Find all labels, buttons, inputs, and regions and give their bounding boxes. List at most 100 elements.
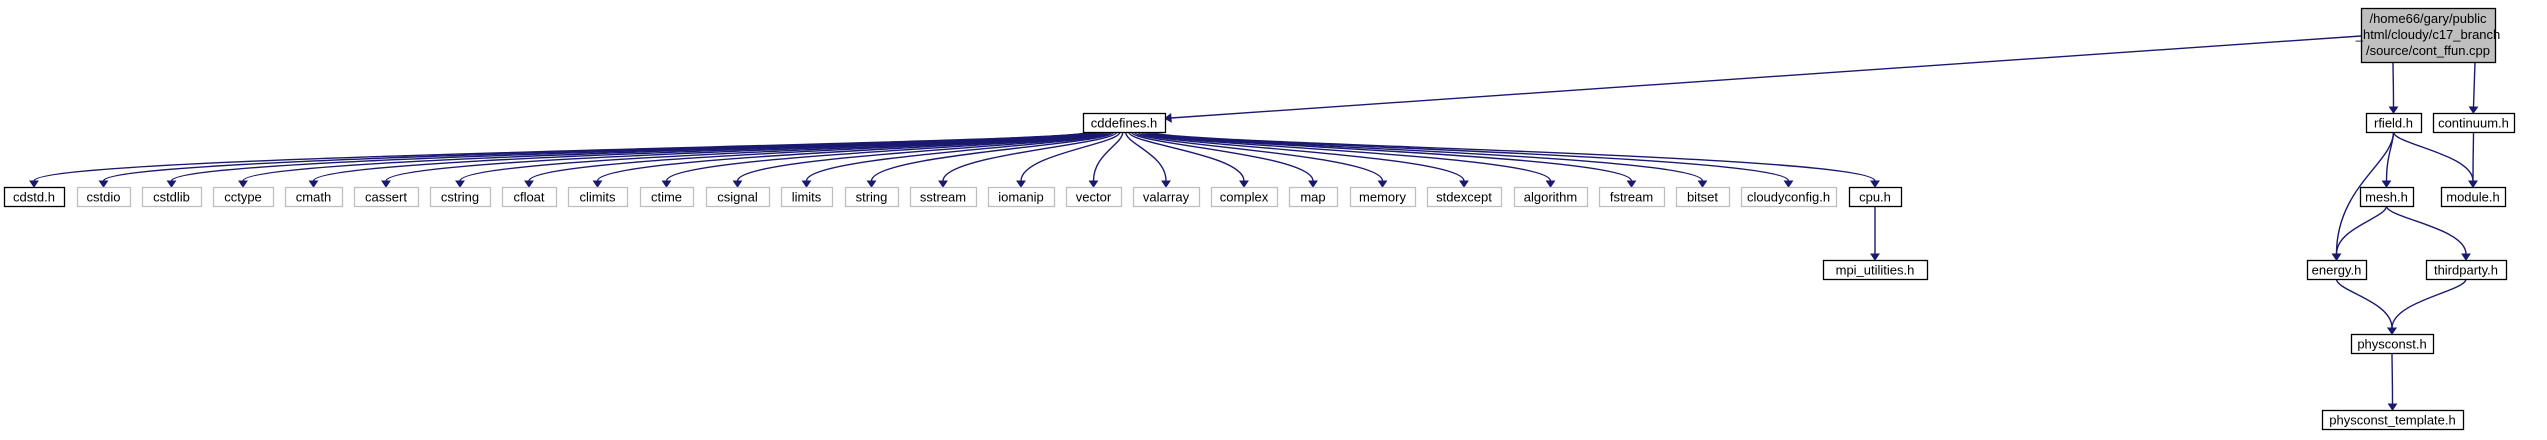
node-root-file[interactable]: /home66/gary/public_html/cloudy/c17_bran… <box>2355 7 2501 64</box>
edge-cddefines-to-map <box>1130 131 1314 182</box>
node-cpu-box <box>1848 186 1903 208</box>
node-physconst-template[interactable]: physconst_template.h <box>2321 409 2465 431</box>
edge-energy-to-physconst <box>2335 278 2393 329</box>
node-cassert[interactable]: cassert <box>353 186 420 208</box>
node-sstream-label: sstream <box>920 190 966 205</box>
edge-cddefines-to-csignal <box>736 131 1110 182</box>
node-complex[interactable]: complex <box>1210 186 1279 208</box>
node-cddefines[interactable]: cddefines.h <box>1082 112 1167 134</box>
node-cstdio[interactable]: cstdio <box>76 186 132 208</box>
node-cdstd[interactable]: cdstd.h <box>3 186 66 208</box>
edge-continuum-to-module <box>2472 131 2475 182</box>
node-algorithm[interactable]: algorithm <box>1513 186 1589 208</box>
node-limits[interactable]: limits <box>780 186 834 208</box>
arrowhead-root-to-rfield <box>2388 106 2399 114</box>
edge-cddefines-to-cstdio <box>102 131 1087 182</box>
node-physconst-template-label: physconst_template.h <box>2329 413 2455 428</box>
node-map[interactable]: map <box>1288 186 1339 208</box>
arrowhead-mesh-to-thirdparty <box>2461 253 2471 261</box>
edge-cddefines-to-valarray <box>1124 131 1167 182</box>
node-cfloat-box <box>501 186 558 208</box>
arrowhead-cddefines-to-cpu <box>1870 180 1880 188</box>
arrowhead-mesh-to-energy <box>2331 253 2342 261</box>
node-cloudyconfig[interactable]: cloudyconfig.h <box>1740 186 1838 208</box>
node-csignal[interactable]: csignal <box>705 186 771 208</box>
arrowhead-cddefines-to-sstream <box>938 180 948 188</box>
arrowhead-cddefines-to-memory <box>1377 180 1388 188</box>
arrowhead-continuum-to-module <box>2468 180 2478 188</box>
node-mpi-utilities[interactable]: mpi_utilities.h <box>1822 259 1929 281</box>
node-ctime-box <box>639 186 695 208</box>
node-vector[interactable]: vector <box>1065 186 1123 208</box>
arrowhead-cddefines-to-algorithm <box>1545 180 1556 188</box>
node-bitset[interactable]: bitset <box>1675 186 1731 208</box>
node-string-box <box>844 186 900 208</box>
arrowhead-cddefines-to-csignal <box>732 180 743 188</box>
edge-thirdparty-to-physconst <box>2391 278 2467 329</box>
arrowhead-physconst-to-physconst_template <box>2387 403 2398 411</box>
node-rfield-label: rfield.h <box>2374 116 2413 131</box>
arrowhead-cddefines-to-cstdlib <box>166 180 177 188</box>
arrowhead-cddefines-to-cmath <box>308 180 319 188</box>
node-mesh[interactable]: mesh.h <box>2359 186 2415 208</box>
arrowhead-cddefines-to-climits <box>592 180 603 188</box>
arrowhead-cddefines-to-vector <box>1088 180 1099 188</box>
node-string[interactable]: string <box>844 186 900 208</box>
node-rfield[interactable]: rfield.h <box>2365 112 2423 134</box>
node-thirdparty[interactable]: thirdparty.h <box>2425 259 2508 281</box>
arrowhead-cddefines-to-ctime <box>661 180 672 188</box>
edge-cddefines-to-string <box>870 131 1115 182</box>
node-module[interactable]: module.h <box>2440 186 2507 208</box>
node-cmath-box <box>284 186 344 208</box>
node-rfield-box <box>2365 112 2423 134</box>
node-complex-box <box>1210 186 1279 208</box>
node-string-label: string <box>856 190 888 205</box>
node-root-file-box <box>2360 7 2497 64</box>
node-valarray-label: valarray <box>1143 190 1190 205</box>
node-cctype[interactable]: cctype <box>212 186 275 208</box>
edge-cddefines-to-iomanip <box>1020 131 1121 182</box>
node-cassert-label: cassert <box>365 190 407 205</box>
arrowhead-root-to-cddefines <box>1164 113 1172 123</box>
node-stdexcept[interactable]: stdexcept <box>1426 186 1503 208</box>
node-valarray[interactable]: valarray <box>1132 186 1201 208</box>
node-cddefines-box <box>1082 112 1167 134</box>
node-energy[interactable]: energy.h <box>2306 259 2368 281</box>
node-fstream-label: fstream <box>1610 190 1653 205</box>
node-continuum-label: continuum.h <box>2438 116 2509 131</box>
node-cstdlib[interactable]: cstdlib <box>141 186 203 208</box>
node-climits[interactable]: climits <box>567 186 629 208</box>
node-ctime-label: ctime <box>651 190 682 205</box>
arrowhead-cddefines-to-fstream <box>1626 180 1637 188</box>
dependency-nodes: /home66/gary/public_html/cloudy/c17_bran… <box>3 7 2516 431</box>
arrowhead-rfield-to-mesh <box>2381 180 2392 188</box>
node-csignal-label: csignal <box>717 190 758 205</box>
node-cstdio-label: cstdio <box>87 190 121 205</box>
arrowhead-cddefines-to-cstring <box>455 180 465 188</box>
node-cstring[interactable]: cstring <box>429 186 492 208</box>
arrowhead-cddefines-to-limits <box>801 180 812 188</box>
edge-root-to-rfield <box>2392 61 2395 108</box>
node-sstream[interactable]: sstream <box>909 186 978 208</box>
arrowhead-cddefines-to-valarray <box>1161 180 1171 188</box>
node-fstream[interactable]: fstream <box>1598 186 1666 208</box>
node-physconst[interactable]: physconst.h <box>2350 333 2435 355</box>
node-map-box <box>1288 186 1339 208</box>
arrowhead-cddefines-to-cfloat <box>524 180 534 188</box>
node-cpu[interactable]: cpu.h <box>1848 186 1903 208</box>
node-vector-box <box>1065 186 1123 208</box>
node-mesh-box <box>2359 186 2415 208</box>
node-thirdparty-box <box>2425 259 2508 281</box>
node-memory[interactable]: memory <box>1349 186 1417 208</box>
node-vector-label: vector <box>1076 190 1112 205</box>
node-cstring-box <box>429 186 492 208</box>
node-cmath[interactable]: cmath <box>284 186 344 208</box>
node-ctime[interactable]: ctime <box>639 186 695 208</box>
edge-cddefines-to-bitset <box>1146 131 1704 182</box>
node-cfloat-label: cfloat <box>513 190 544 205</box>
node-cfloat[interactable]: cfloat <box>501 186 558 208</box>
node-cctype-box <box>212 186 275 208</box>
node-cloudyconfig-box <box>1740 186 1838 208</box>
node-iomanip[interactable]: iomanip <box>987 186 1056 208</box>
node-continuum[interactable]: continuum.h <box>2432 112 2516 134</box>
